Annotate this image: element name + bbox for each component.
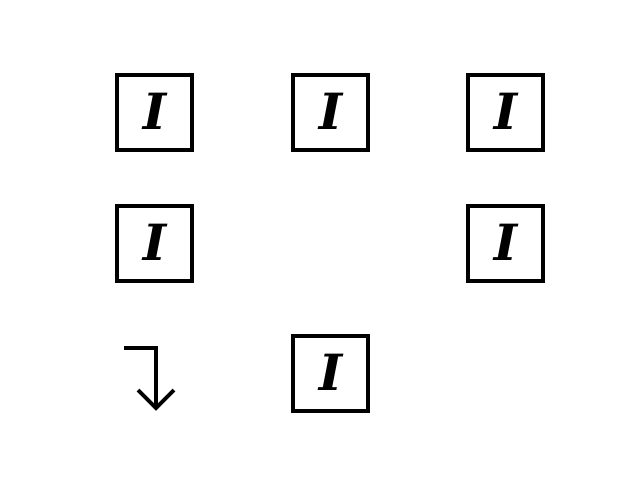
italic-glyph: I bbox=[493, 212, 518, 272]
italic-glyph: I bbox=[493, 81, 518, 141]
italic-glyph: I bbox=[318, 342, 343, 402]
italic-text-icon[interactable]: I bbox=[291, 334, 370, 413]
italic-glyph: I bbox=[142, 212, 167, 272]
italic-text-icon[interactable]: I bbox=[115, 204, 194, 283]
italic-text-icon[interactable]: I bbox=[115, 73, 194, 152]
italic-text-icon[interactable]: I bbox=[466, 73, 545, 152]
italic-glyph: I bbox=[318, 81, 343, 141]
italic-text-icon[interactable]: I bbox=[466, 204, 545, 283]
italic-glyph: I bbox=[142, 81, 167, 141]
italic-text-icon[interactable]: I bbox=[291, 73, 370, 152]
arrow-down-right-turn-icon[interactable] bbox=[118, 340, 188, 415]
